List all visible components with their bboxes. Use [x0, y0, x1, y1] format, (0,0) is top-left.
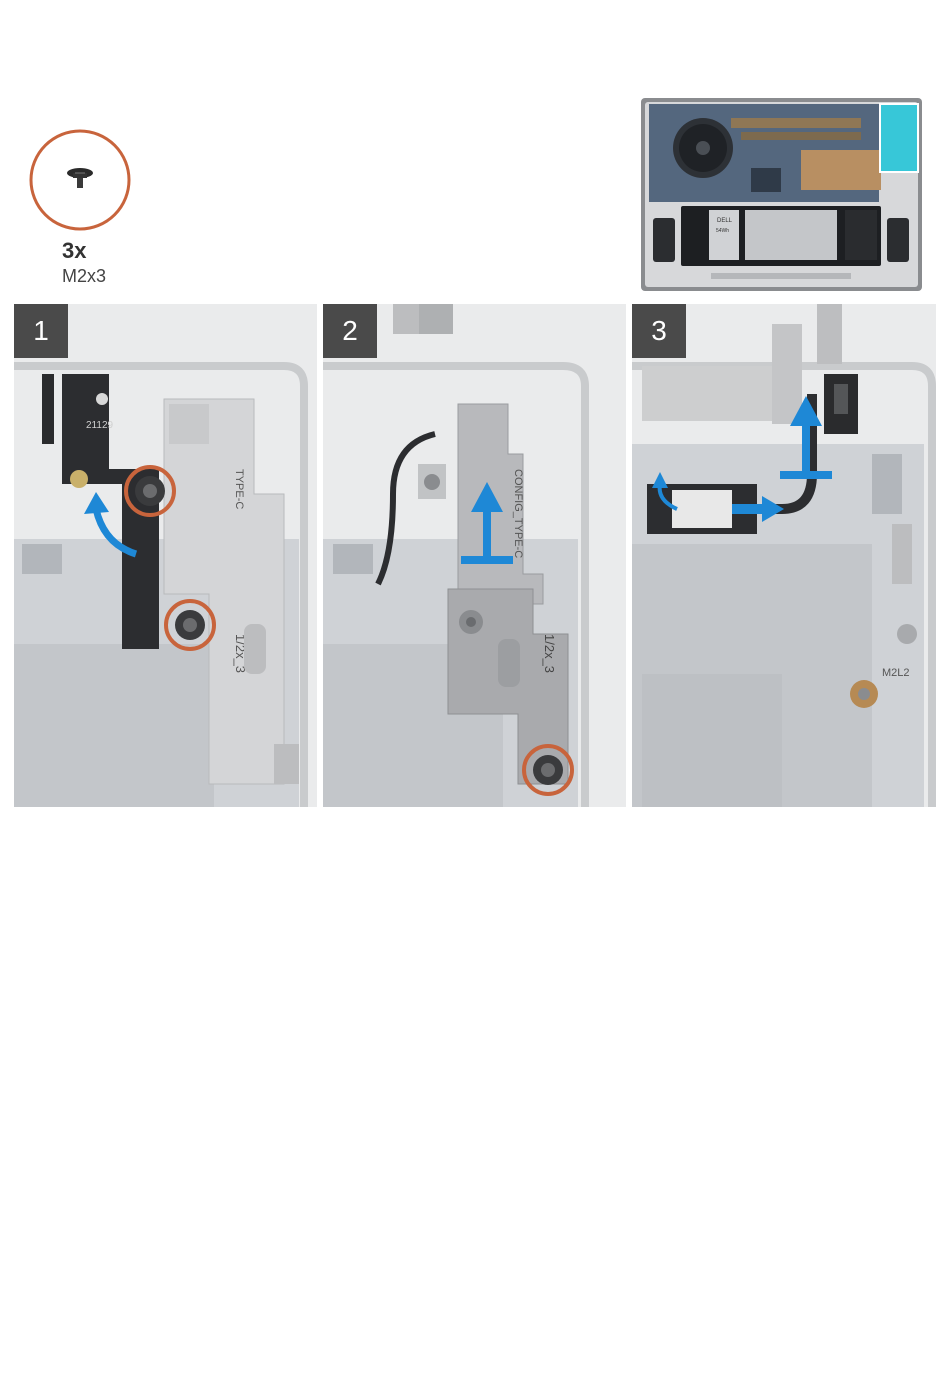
step-1-illustration: TYPE-C 1/2x_3 21129: [14, 304, 317, 807]
step-1-bracket-label: 21129: [86, 420, 114, 431]
battery-brand-label: DELL: [717, 218, 733, 224]
step-2-illustration: CONFIG_TYPE-C 1/2x_3: [323, 304, 626, 807]
screw-quantity: 3x: [62, 238, 86, 264]
step-3-panel: M2L2 3: [632, 304, 936, 807]
step-3-badge: 3: [632, 304, 686, 358]
step-2-board-label-size: 1/2x_3: [542, 634, 557, 673]
laptop-overview-image: DELL 54Wh: [641, 98, 922, 291]
step-1-board-label-typec: TYPE-C: [233, 469, 245, 509]
step-3-board-label: M2L2: [882, 667, 910, 679]
step-2-panel: CONFIG_TYPE-C 1/2x_3 2: [323, 304, 626, 807]
step-2-badge: 2: [323, 304, 377, 358]
step-3-illustration: M2L2: [632, 304, 936, 807]
step-2-board-label-config: CONFIG_TYPE-C: [512, 469, 524, 558]
step-1-badge: 1: [14, 304, 68, 358]
battery-capacity-label: 54Wh: [716, 228, 729, 234]
screw-size: M2x3: [62, 266, 106, 287]
screw-callout: [28, 128, 132, 232]
step-1-panel: TYPE-C 1/2x_3 21129 1: [14, 304, 317, 807]
